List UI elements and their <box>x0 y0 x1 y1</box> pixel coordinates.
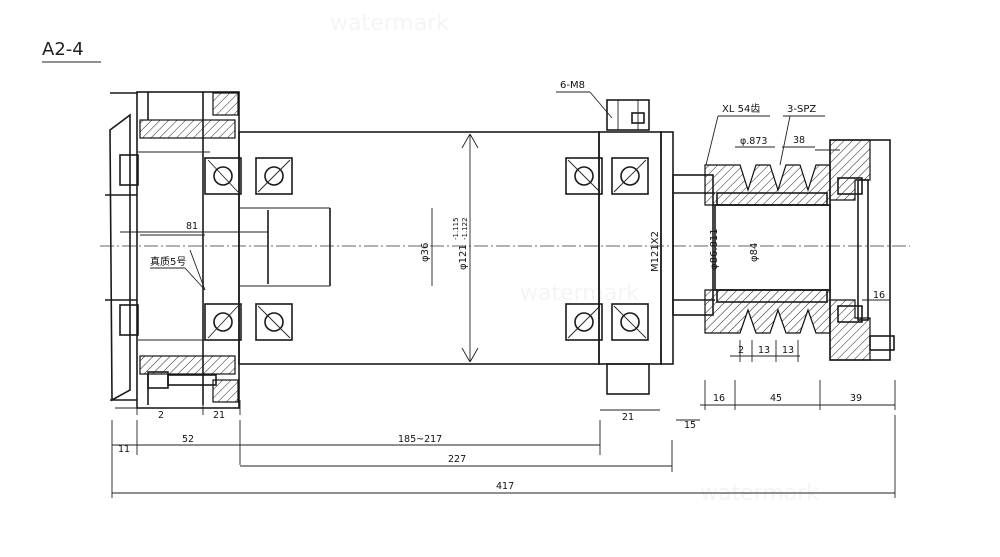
svg-text:417: 417 <box>496 481 514 492</box>
dim-thread: M121X2 <box>650 231 661 272</box>
svg-text:2: 2 <box>738 345 744 356</box>
rear-cover <box>598 99 674 395</box>
dim-38-group: 38 <box>782 135 815 148</box>
dim-d86811: φ86.811 <box>709 228 720 270</box>
svg-text:13: 13 <box>782 345 794 356</box>
svg-text:21: 21 <box>213 410 225 421</box>
watermark: watermark watermark watermark <box>330 11 819 506</box>
dim-d84: φ84 <box>749 243 760 262</box>
dim-row-1: 2 21 21 15 16 45 39 <box>115 380 896 431</box>
drawing-title: A2-4 <box>42 39 101 63</box>
svg-text:16: 16 <box>713 393 725 404</box>
bolt-leader: 6-M8 <box>556 80 613 119</box>
dim-row-4: 417 <box>111 415 896 498</box>
svg-text:真质5号: 真质5号 <box>150 255 186 268</box>
svg-text:38: 38 <box>793 135 805 146</box>
svg-text:13: 13 <box>758 345 770 356</box>
dim-row-3: 227 <box>240 440 673 472</box>
pulley-type-leader: 3-SPZ <box>779 104 825 166</box>
svg-text:39: 39 <box>850 393 862 404</box>
dim-81-group: 81 <box>120 221 268 233</box>
svg-text:21: 21 <box>622 412 634 423</box>
dim-d873-group: φ.873 <box>735 136 775 148</box>
belt-teeth-leader: XL 54齿 <box>705 103 770 166</box>
dim-d121-tol-top: -1.115 <box>452 217 460 240</box>
svg-text:φ.873: φ.873 <box>740 136 767 147</box>
pulley-groove-dims: 2 13 13 <box>730 340 800 362</box>
svg-text:A2-4: A2-4 <box>42 39 84 60</box>
svg-text:52: 52 <box>182 434 194 445</box>
svg-text:watermark: watermark <box>330 11 449 36</box>
svg-text:185~217: 185~217 <box>398 434 442 445</box>
front-bearing-top <box>204 157 293 195</box>
dim-d121-tol-bot: -1.122 <box>461 217 469 240</box>
svg-text:3-SPZ: 3-SPZ <box>787 104 816 115</box>
pulley-note-leader: 真质5号 <box>150 255 206 291</box>
spindle-housing <box>238 131 600 365</box>
dim-16-right-group: 16 <box>862 290 890 301</box>
left-flange <box>105 91 240 409</box>
svg-text:11: 11 <box>118 444 130 455</box>
svg-text:227: 227 <box>448 454 466 465</box>
rear-bearing-bottom <box>565 303 649 341</box>
dim-d36: φ36 <box>420 243 431 262</box>
rear-bearing-top <box>565 157 649 195</box>
svg-text:XL 54齿: XL 54齿 <box>722 103 760 115</box>
svg-text:81: 81 <box>186 221 198 232</box>
front-bearing-bottom <box>204 303 293 341</box>
svg-text:16: 16 <box>873 290 885 301</box>
svg-text:2: 2 <box>158 410 164 421</box>
svg-text:watermark: watermark <box>700 481 819 506</box>
svg-text:watermark: watermark <box>520 281 639 306</box>
svg-text:15: 15 <box>684 420 696 431</box>
dim-row-2: 11 52 185~217 <box>111 420 601 465</box>
svg-text:45: 45 <box>770 393 782 404</box>
dim-d121: φ121 <box>458 244 469 270</box>
drive-pulley <box>704 139 895 361</box>
svg-text:6-M8: 6-M8 <box>560 80 585 91</box>
